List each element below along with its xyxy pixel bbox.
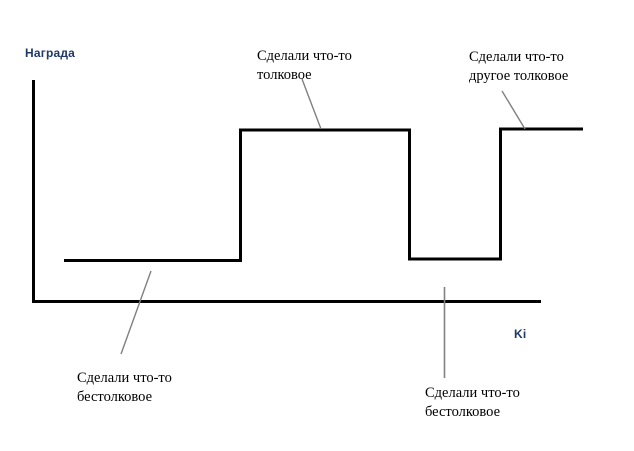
leader-line-other-good bbox=[501, 90, 526, 130]
leader-line-bad-left bbox=[120, 270, 152, 355]
leader-line-good bbox=[301, 78, 322, 130]
annotation-bad-action-right-line2: бестолковое bbox=[425, 404, 501, 420]
annotation-bad-action-left-line1: Сделали что-то bbox=[77, 370, 172, 386]
annotation-other-good-action-line2: другое толковое bbox=[469, 68, 569, 84]
reward-step-series bbox=[64, 127, 583, 262]
annotation-bad-action-right-line1: Сделали что-то bbox=[425, 385, 520, 401]
annotation-other-good-action: Сделали что-то другое толковое bbox=[469, 48, 568, 86]
annotation-good-action: Сделали что-то толковое bbox=[257, 47, 352, 85]
annotation-bad-action-left: Сделали что-то бестолковое bbox=[77, 369, 172, 407]
annotation-good-action-line1: Сделали что-то bbox=[257, 48, 352, 64]
annotation-bad-action-right: Сделали что-то бестолковое bbox=[425, 384, 520, 422]
annotation-other-good-action-line1: Сделали что-то bbox=[469, 49, 564, 65]
x-axis-label: Ki bbox=[514, 327, 527, 341]
annotation-good-action-line2: толковое bbox=[257, 67, 312, 83]
y-axis-label: Награда bbox=[25, 46, 76, 60]
annotation-bad-action-left-line2: бестолковое bbox=[77, 389, 153, 405]
